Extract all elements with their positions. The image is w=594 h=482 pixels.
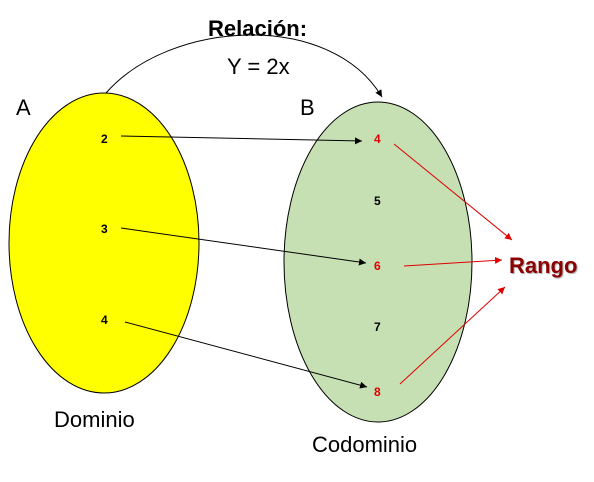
range-arrow-from-4 (393, 143, 513, 241)
relation-title: Relación: (208, 16, 308, 41)
range-arrow-from-8 (399, 286, 506, 385)
relation-arc (105, 34, 383, 98)
set-b-element: 5 (374, 194, 381, 208)
set-b-name: B (300, 95, 315, 120)
set-b-element: 7 (374, 320, 381, 334)
map-arrow-4-8 (124, 321, 368, 389)
set-a-element: 3 (101, 222, 108, 236)
set-a-name: A (16, 95, 31, 120)
set-b-element-range: 8 (374, 385, 381, 399)
range-arrow-from-6 (403, 256, 503, 267)
relation-formula: Y = 2x (227, 54, 290, 79)
map-arrow-2-4 (120, 135, 363, 145)
set-b-element-range: 6 (374, 259, 381, 273)
codomain-caption: Codominio (312, 432, 418, 457)
domain-caption: Dominio (54, 407, 135, 432)
set-a-element: 4 (101, 313, 108, 327)
range-label: Rango (509, 253, 578, 278)
map-arrow-3-6 (120, 227, 367, 266)
set-b-element-range: 4 (374, 132, 381, 146)
set-a-ellipse (8, 92, 200, 394)
set-a-element: 2 (101, 132, 108, 146)
